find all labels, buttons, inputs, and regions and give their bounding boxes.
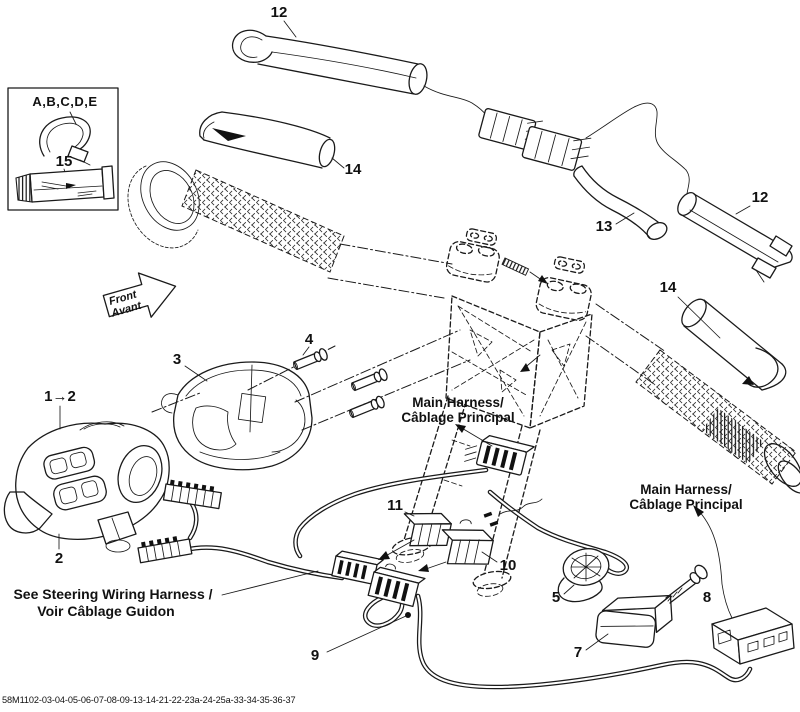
grip-wire-connectors	[478, 102, 687, 171]
clamp-bolt	[501, 257, 530, 276]
main-harness-right-line2: Câblage Principal	[629, 497, 742, 512]
connector-11	[403, 512, 452, 547]
callout-5: 5	[552, 589, 560, 606]
switch-connector-strip-lower	[137, 536, 193, 564]
heated-grip-top	[231, 29, 488, 117]
switch-paddle	[3, 491, 53, 534]
callout-13: 13	[596, 218, 613, 235]
wiring-harness	[137, 435, 795, 690]
footer-part-code: 58M1102-03-04-05-06-07-08-09-13-14-21-22…	[2, 695, 296, 705]
switch-connector-strip-upper	[162, 479, 222, 510]
steering-riser	[391, 228, 593, 597]
legend-box	[7, 87, 119, 211]
callout-9: 9	[311, 647, 319, 664]
grip-sleeve-left	[199, 111, 336, 169]
handlebar-hook-13	[573, 165, 668, 241]
screws-4	[292, 348, 388, 419]
callout-4: 4	[305, 331, 314, 348]
callout-11: 11	[387, 497, 403, 514]
callout-10: 10	[500, 557, 517, 574]
callout-12-right: 12	[752, 189, 769, 206]
callout-14-left: 14	[345, 161, 362, 178]
main-harness-connector	[464, 435, 535, 476]
steering-note-line2: Voir Câblage Guidon	[37, 603, 174, 619]
callout-7: 7	[574, 644, 582, 661]
grip-sleeve-right	[681, 298, 787, 391]
callout-2: 2	[55, 550, 63, 567]
main-harness-center-line1: Main Harness/	[412, 395, 504, 410]
callout-12-top: 12	[271, 4, 288, 21]
heated-grip-right	[677, 169, 793, 283]
callout-15: 15	[56, 153, 73, 170]
pigtail-wire	[483, 498, 543, 527]
legend-items-label: A,B,C,D,E	[32, 94, 97, 109]
main-harness-center-line2: Câblage Principal	[401, 410, 514, 425]
callout-1-2: 1→2	[44, 388, 76, 405]
leader-lines	[58, 20, 751, 653]
adhesive-tube	[15, 165, 115, 203]
harness-end-module	[711, 607, 795, 665]
front-direction-arrow: Front Avant	[102, 272, 177, 320]
module-7	[595, 594, 673, 648]
steering-note-line1: See Steering Wiring Harness /	[13, 586, 212, 602]
main-harness-right-line1: Main Harness/	[640, 482, 732, 497]
handlebar	[127, 161, 800, 494]
callout-8: 8	[703, 589, 711, 606]
tether-switch-5	[557, 548, 610, 603]
harness-connector-block-b	[367, 563, 426, 608]
multifunction-switch	[3, 421, 170, 553]
callout-3: 3	[173, 351, 181, 368]
callout-14-right: 14	[660, 279, 677, 296]
harness-connector-block-a	[331, 550, 384, 585]
bolt-8	[665, 564, 708, 604]
switch-housing-3	[151, 329, 471, 471]
connector-10	[441, 519, 494, 565]
